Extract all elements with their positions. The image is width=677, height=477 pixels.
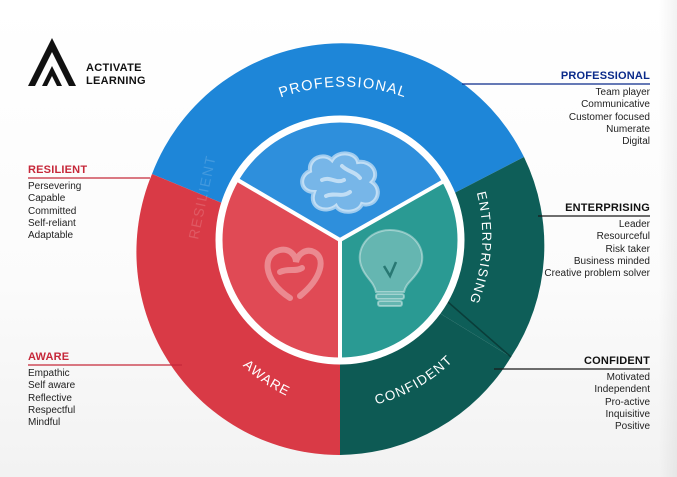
attribute-item: Risk taker bbox=[605, 243, 650, 255]
attribute-item: Empathic bbox=[28, 368, 70, 380]
heart-icon bbox=[264, 246, 324, 301]
attribute-item: Inquisitive bbox=[605, 408, 650, 420]
attribute-item: Persevering bbox=[28, 181, 82, 193]
logo-wordmark: ACTIVATE LEARNING bbox=[86, 62, 146, 88]
attribute-item: Leader bbox=[618, 219, 650, 231]
inner-divider-2 bbox=[339, 179, 445, 242]
attribute-item: Mindful bbox=[28, 417, 61, 429]
attribute-item: Team player bbox=[595, 87, 650, 99]
attribute-block-enterprising: ENTERPRISING Leader Resourceful Risk tak… bbox=[495, 202, 650, 280]
inner-divider-1 bbox=[234, 177, 342, 242]
attribute-block-resilient: RESILIENT Persevering Capable Committed … bbox=[28, 164, 188, 242]
brain-icon bbox=[300, 151, 380, 214]
attribute-item: Digital bbox=[622, 136, 650, 148]
attribute-block-professional: PROFESSIONAL Team player Communicative C… bbox=[462, 70, 650, 148]
attribute-title-enterprising: ENTERPRISING bbox=[565, 202, 650, 214]
activate-learning-logo: ACTIVATE LEARNING bbox=[24, 36, 164, 88]
attribute-item: Capable bbox=[28, 193, 66, 205]
attribute-title-confident: CONFIDENT bbox=[584, 355, 650, 367]
logo-line-2: LEARNING bbox=[86, 75, 146, 87]
attribute-item: Customer focused bbox=[568, 111, 650, 123]
attribute-block-aware: AWARE Empathic Self aware Reflective Res… bbox=[28, 351, 188, 429]
attribute-item: Motivated bbox=[606, 372, 650, 384]
attribute-item: Self-reliant bbox=[28, 217, 76, 229]
logo-line-1: ACTIVATE bbox=[86, 62, 142, 74]
attribute-item: Independent bbox=[594, 384, 650, 396]
attribute-item: Adaptable bbox=[28, 230, 74, 242]
attribute-item: Self aware bbox=[28, 380, 76, 392]
attribute-item: Committed bbox=[28, 205, 77, 217]
logo-mark-icon bbox=[28, 38, 76, 86]
attribute-title-professional: PROFESSIONAL bbox=[560, 70, 650, 82]
attribute-block-confident: CONFIDENT Motivated Independent Pro-acti… bbox=[495, 355, 650, 433]
attribute-item: Resourceful bbox=[596, 231, 650, 243]
lightbulb-icon bbox=[358, 228, 424, 307]
divider-line bbox=[447, 301, 512, 358]
attribute-title-resilient: RESILIENT bbox=[28, 164, 88, 176]
attribute-item: Creative problem solver bbox=[544, 268, 650, 280]
attribute-item: Reflective bbox=[28, 392, 72, 404]
attribute-item: Respectful bbox=[28, 404, 76, 416]
attribute-title-aware: AWARE bbox=[28, 351, 70, 363]
attribute-item: Numerate bbox=[606, 123, 650, 135]
page-shadow bbox=[659, 0, 677, 477]
inner-ring bbox=[215, 115, 465, 365]
attribute-item: Business minded bbox=[573, 255, 650, 267]
attribute-item: Pro-active bbox=[604, 396, 650, 408]
attribute-item: Positive bbox=[614, 421, 650, 433]
attribute-item: Communicative bbox=[581, 99, 650, 111]
